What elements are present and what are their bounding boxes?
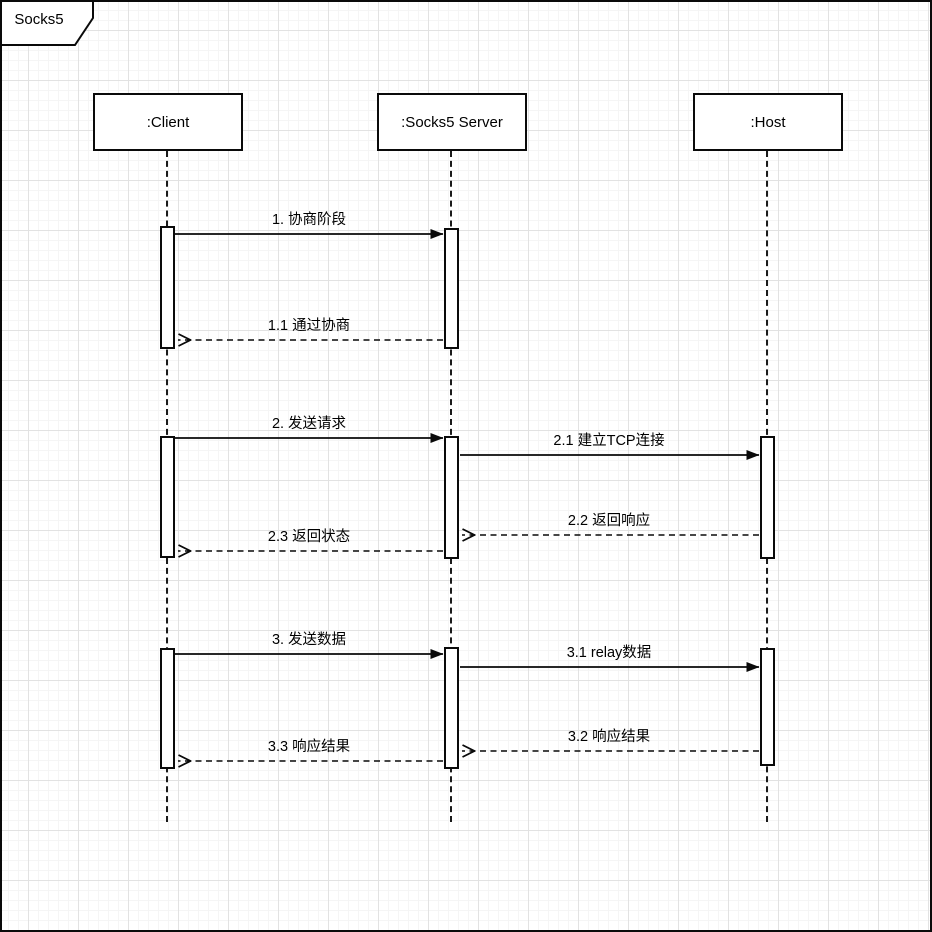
message-label-2-3: 2.3 返回状态 bbox=[267, 529, 351, 545]
diagram-title: Socks5 bbox=[14, 11, 64, 28]
actor-label-client: :Client bbox=[146, 113, 190, 131]
message-label-3-1: 3.1 relay数据 bbox=[566, 645, 652, 661]
activation-host-2 bbox=[760, 436, 775, 559]
message-label-1-1: 1.1 通过协商 bbox=[267, 318, 351, 334]
frame-label: Socks5 bbox=[2, 2, 96, 48]
message-label-3-3: 3.3 响应结果 bbox=[267, 739, 351, 755]
message-label-2: 2. 发送请求 bbox=[271, 416, 347, 432]
activation-client-2 bbox=[160, 436, 175, 558]
actor-box-socks5-server: :Socks5 Server bbox=[377, 93, 527, 151]
activation-server-2 bbox=[444, 436, 459, 559]
actor-label-host: :Host bbox=[750, 113, 786, 131]
message-label-3-2: 3.2 响应结果 bbox=[567, 729, 651, 745]
activation-server-3 bbox=[444, 647, 459, 769]
actor-box-client: :Client bbox=[93, 93, 243, 151]
actor-label-socks5-server: :Socks5 Server bbox=[401, 113, 503, 131]
message-label-1: 1. 协商阶段 bbox=[271, 212, 347, 228]
message-label-3: 3. 发送数据 bbox=[271, 632, 347, 648]
message-label-2-1: 2.1 建立TCP连接 bbox=[553, 433, 665, 449]
message-label-2-2: 2.2 返回响应 bbox=[567, 513, 651, 529]
actor-box-host: :Host bbox=[693, 93, 843, 151]
activation-client-1 bbox=[160, 226, 175, 349]
activation-server-1 bbox=[444, 228, 459, 349]
frame-label-shape bbox=[2, 2, 94, 46]
activation-host-3 bbox=[760, 648, 775, 766]
activation-client-3 bbox=[160, 648, 175, 769]
